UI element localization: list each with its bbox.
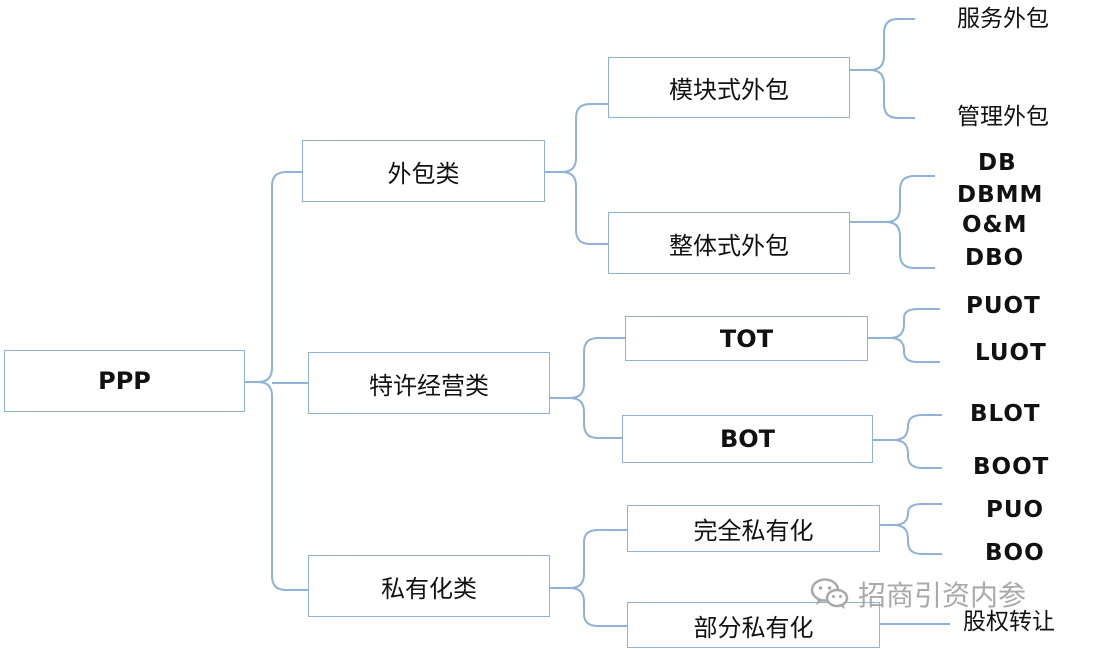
leaf-management-outsourcing: 管理外包 (957, 104, 1049, 130)
node-tot: TOT (625, 316, 868, 361)
leaf-boo: BOO (985, 540, 1045, 566)
node-privatization: 私有化类 (308, 555, 550, 617)
node-bot: BOT (622, 415, 873, 463)
leaf-service-outsourcing: 服务外包 (957, 6, 1049, 32)
node-modular-outsourcing: 模块式外包 (608, 57, 850, 118)
node-outsourcing: 外包类 (302, 140, 545, 202)
leaf-luot: LUOT (975, 340, 1047, 366)
node-partial-privatization: 部分私有化 (627, 602, 880, 648)
leaf-blot: BLOT (970, 401, 1041, 427)
leaf-equity-transfer: 股权转让 (963, 609, 1055, 635)
watermark-text: 招商引资内参 (858, 579, 1027, 612)
leaf-om: O&M (962, 212, 1028, 238)
node-concession: 特许经营类 (308, 352, 550, 414)
leaf-dbmm: DBMM (957, 182, 1044, 208)
leaf-puot: PUOT (966, 293, 1041, 319)
wechat-icon (810, 578, 849, 609)
root-node-ppp: PPP (4, 350, 245, 412)
leaf-boot: BOOT (973, 454, 1050, 480)
watermark: 招商引资内参 (810, 574, 1026, 614)
leaf-puo: PUO (986, 497, 1045, 523)
leaf-dbo: DBO (965, 245, 1025, 271)
node-full-privatization: 完全私有化 (627, 505, 880, 552)
node-integral-outsourcing: 整体式外包 (608, 212, 850, 274)
leaf-db: DB (978, 150, 1017, 176)
